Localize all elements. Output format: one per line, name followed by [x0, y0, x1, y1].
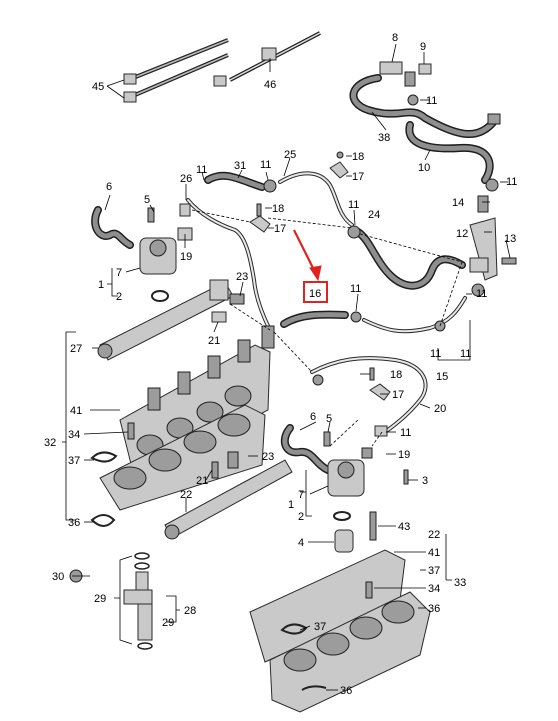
- callout-22: 22: [428, 529, 440, 541]
- callout-18: 18: [390, 369, 402, 381]
- bolt-3: [403, 469, 409, 485]
- callout-16-highlight-box: [303, 281, 328, 303]
- callout-6: 6: [310, 411, 316, 423]
- fuel-line-16: [280, 296, 467, 334]
- callout-17: 17: [352, 171, 364, 183]
- callout-11: 11: [426, 95, 437, 107]
- callout-18: 18: [352, 151, 364, 163]
- callout-11: 11: [430, 348, 441, 360]
- callout-45: 45: [92, 81, 104, 93]
- clip-46: [213, 31, 321, 87]
- callout-36: 36: [428, 603, 440, 615]
- callout-1: 1: [98, 279, 104, 291]
- callout-2: 2: [116, 291, 122, 303]
- callout-11: 11: [506, 176, 517, 188]
- callout-11: 11: [400, 427, 411, 439]
- callout-26: 26: [180, 173, 192, 185]
- callout-16: 16: [309, 288, 321, 300]
- callout-37: 37: [68, 455, 80, 467]
- callout-19: 19: [398, 449, 410, 461]
- callout-30: 30: [52, 571, 64, 583]
- callout-12: 12: [456, 228, 468, 240]
- fuel-rail-22: [164, 451, 293, 540]
- callout-37: 37: [314, 621, 326, 633]
- callout-11: 11: [476, 288, 487, 300]
- callout-41: 41: [70, 405, 82, 417]
- callout-11: 11: [460, 348, 471, 360]
- callout-23: 23: [262, 451, 274, 463]
- callout-5: 5: [144, 194, 150, 206]
- callout-2: 2: [298, 511, 304, 523]
- callout-3: 3: [422, 475, 428, 487]
- bracket-12: [469, 195, 517, 297]
- callout-9: 9: [420, 41, 426, 53]
- bracket-17-18: [249, 203, 271, 233]
- fuel-rail-27: [97, 279, 245, 361]
- callout-32: 32: [44, 437, 56, 449]
- callout-34: 34: [428, 583, 440, 595]
- manifold-upper-41: [119, 325, 275, 481]
- callout-27: 27: [70, 343, 82, 355]
- callout-8: 8: [392, 32, 398, 44]
- callout-36: 36: [68, 517, 80, 529]
- fitting-8-9: [379, 61, 432, 106]
- highlight-arrow: [293, 229, 322, 282]
- line-26-23: [179, 198, 272, 332]
- callout-19: 19: [180, 251, 192, 263]
- callout-15: 15: [436, 371, 448, 383]
- dashed-assembly-lines: [191, 209, 463, 447]
- callout-21: 21: [196, 475, 208, 487]
- callout-24: 24: [368, 209, 380, 221]
- callout-11: 11: [196, 164, 207, 176]
- callout-7: 7: [298, 489, 304, 501]
- callout-11: 11: [260, 159, 271, 171]
- callout-17: 17: [392, 389, 404, 401]
- clamp-11: [485, 178, 499, 192]
- callout-13: 13: [504, 233, 516, 245]
- leader-lines: [62, 43, 511, 691]
- bolt-43: [369, 511, 377, 541]
- callout-6: 6: [106, 181, 112, 193]
- callout-29: 29: [162, 617, 174, 629]
- callout-4: 4: [298, 537, 304, 549]
- callout-1: 1: [288, 499, 294, 511]
- callout-labels: 45 46 8 9 11 38 10 11 31 11 11 25 18 17 …: [44, 32, 517, 697]
- callout-25: 25: [284, 149, 296, 161]
- cable-ties: [123, 38, 229, 103]
- callout-29: 29: [94, 593, 106, 605]
- callout-34: 34: [68, 429, 80, 441]
- callout-38: 38: [378, 132, 390, 144]
- callout-28: 28: [184, 605, 196, 617]
- fuel-line-24: [347, 225, 466, 290]
- callout-36: 36: [340, 685, 352, 697]
- callout-46: 46: [264, 79, 276, 91]
- hp-pump-lower: [280, 424, 373, 553]
- injector: [69, 552, 153, 650]
- callout-43: 43: [398, 521, 410, 533]
- hose-38: [349, 74, 501, 184]
- callout-11: 11: [348, 199, 359, 211]
- callout-5: 5: [326, 413, 332, 425]
- callout-22: 22: [180, 489, 192, 501]
- callout-20: 20: [434, 403, 446, 415]
- callout-33: 33: [454, 577, 466, 589]
- fuel-line-20: [310, 356, 428, 437]
- callout-37: 37: [428, 565, 440, 577]
- callout-10: 10: [418, 162, 430, 174]
- callout-14: 14: [452, 197, 464, 209]
- callout-31: 31: [234, 160, 246, 172]
- callout-11: 11: [350, 283, 361, 295]
- callout-21: 21: [208, 335, 220, 347]
- manifold-lower-33: [249, 549, 431, 713]
- callout-41: 41: [428, 547, 440, 559]
- callout-18: 18: [272, 203, 284, 215]
- callout-23: 23: [236, 271, 248, 283]
- manifold-lower-32: [90, 404, 266, 527]
- hp-pump-upper: [91, 206, 193, 302]
- fuel-line-31: [204, 151, 354, 227]
- callout-7: 7: [116, 267, 122, 279]
- callout-17: 17: [274, 223, 286, 235]
